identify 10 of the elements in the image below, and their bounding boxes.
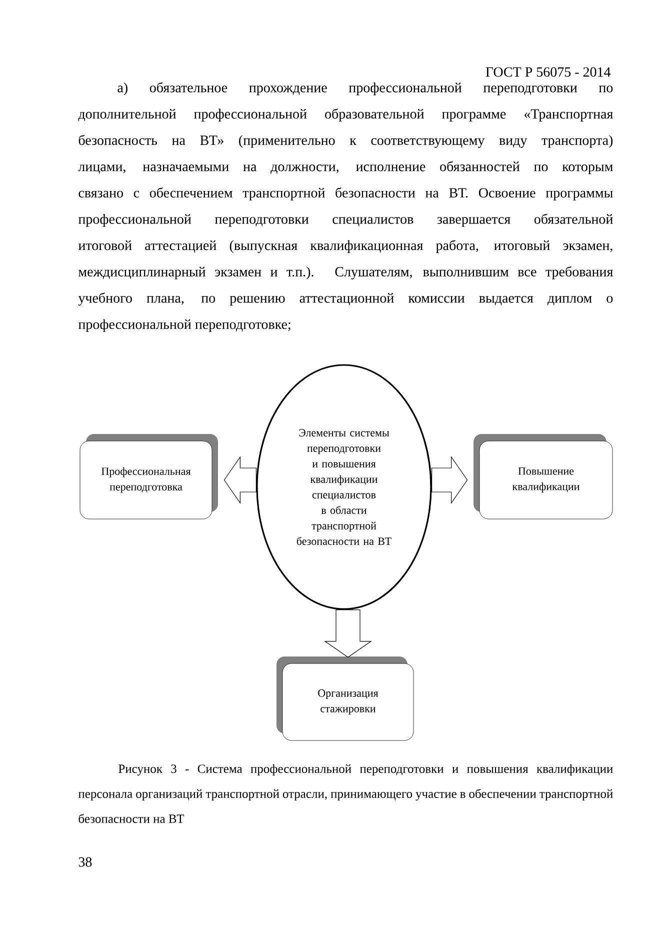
block-arrow xyxy=(324,610,372,658)
rounded-box: Организация стажировки xyxy=(276,656,414,741)
page-number: 38 xyxy=(78,857,92,867)
rounded-box: Профессиональная переподготовка xyxy=(80,434,218,520)
running-header: ГОСТ Р 56075 - 2014 xyxy=(486,67,611,77)
block-arrow xyxy=(224,456,256,504)
rounded-box: Повышение квалификации xyxy=(474,434,613,520)
figure-caption: Рисунок 3 - Система профессиональной переподготовки и повышения квалификации персонала организаций транспортной отрасли, принимающего участие в обеспечении транспортной безопасности на ВТ xyxy=(78,764,613,823)
block-arrow xyxy=(432,456,468,504)
body-paragraph: а) обязательное прохождение профессиональной переподготовки по дополнительной профессиональной образовательной программе «Транспортная безопасность на ВТ» (применительно к соответствующему виду транспорта) лицами, назначаемыми на должности, исполнение обязанностей по которым связано с обеспечением транспортной безопасности на ВТ. Освоение программы профессиональной переподготовки специалистов завершается обязательной итоговой аттестацией (выпускная квалификационная работа, итоговый экзамен, междисциплинарный экзамен и т.п.). Слушателям, выполнившим все требования учебного плана, по решению аттестационной комиссии выдается диплом о профессиональной переподготовке; xyxy=(78,82,613,332)
